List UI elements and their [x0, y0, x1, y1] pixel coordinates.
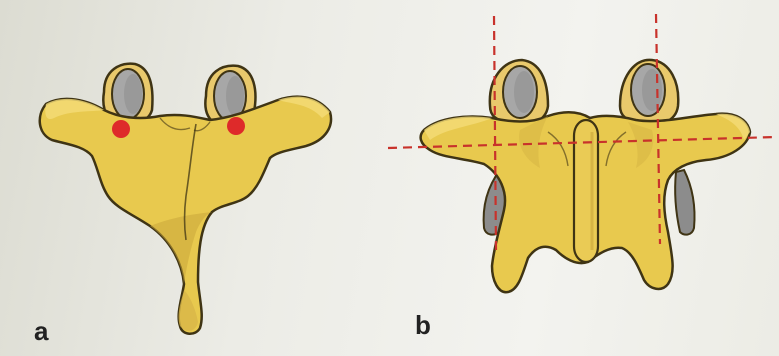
right-articular-process-b — [620, 60, 678, 125]
left-articular-process-b — [490, 60, 548, 125]
right-entry-point-marker — [227, 117, 245, 135]
panel-label-a: a — [34, 318, 48, 344]
panel-b-vertebra — [421, 60, 750, 292]
panel-a-vertebra — [40, 64, 331, 334]
left-entry-point-marker — [112, 120, 130, 138]
right-vertebral-body-edge — [675, 170, 694, 235]
panel-label-b: b — [415, 312, 431, 338]
